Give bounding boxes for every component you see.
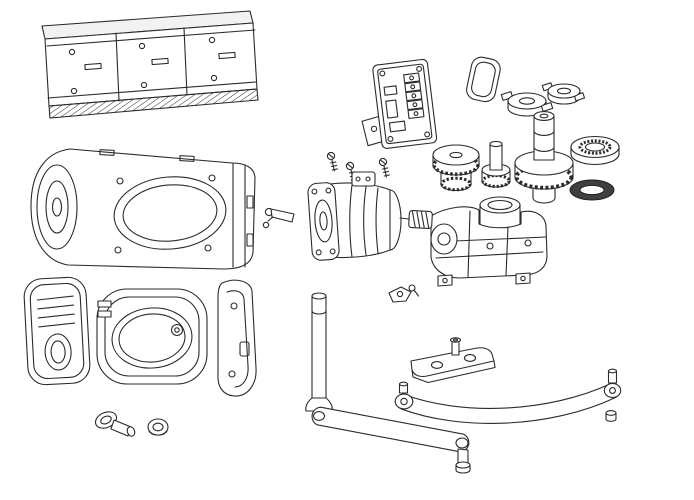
release-lever xyxy=(262,207,295,229)
cam-wheel xyxy=(541,82,586,105)
release-key xyxy=(94,411,136,437)
curved-arm xyxy=(394,368,622,424)
control-circuit-board xyxy=(361,58,438,149)
grommet xyxy=(147,418,169,436)
worm-drive-shaft xyxy=(399,210,433,230)
straight-arm xyxy=(311,406,471,474)
toothed-ring xyxy=(570,135,620,166)
gearbox-housing xyxy=(430,196,548,287)
arm-pivot-post xyxy=(305,292,333,412)
capacitor xyxy=(466,56,501,103)
wall-mounting-bracket xyxy=(410,337,496,384)
double-spur-gear xyxy=(432,144,480,192)
front-access-door xyxy=(96,288,208,385)
mounting-back-plate xyxy=(41,10,259,119)
fixing-screws xyxy=(326,151,390,182)
cable-clamp xyxy=(388,284,420,303)
o-ring-seal xyxy=(569,179,615,201)
screw xyxy=(378,157,390,178)
output-gear-shaft xyxy=(514,111,574,204)
electric-motor xyxy=(307,171,402,261)
screw xyxy=(326,151,338,172)
side-vent-cover xyxy=(23,276,91,386)
cam-wheel xyxy=(500,91,554,117)
motor-housing-body xyxy=(30,148,256,270)
corner-bracket-cover xyxy=(217,279,257,397)
pinion-gear xyxy=(481,140,511,188)
limit-switch-cams xyxy=(500,82,586,117)
